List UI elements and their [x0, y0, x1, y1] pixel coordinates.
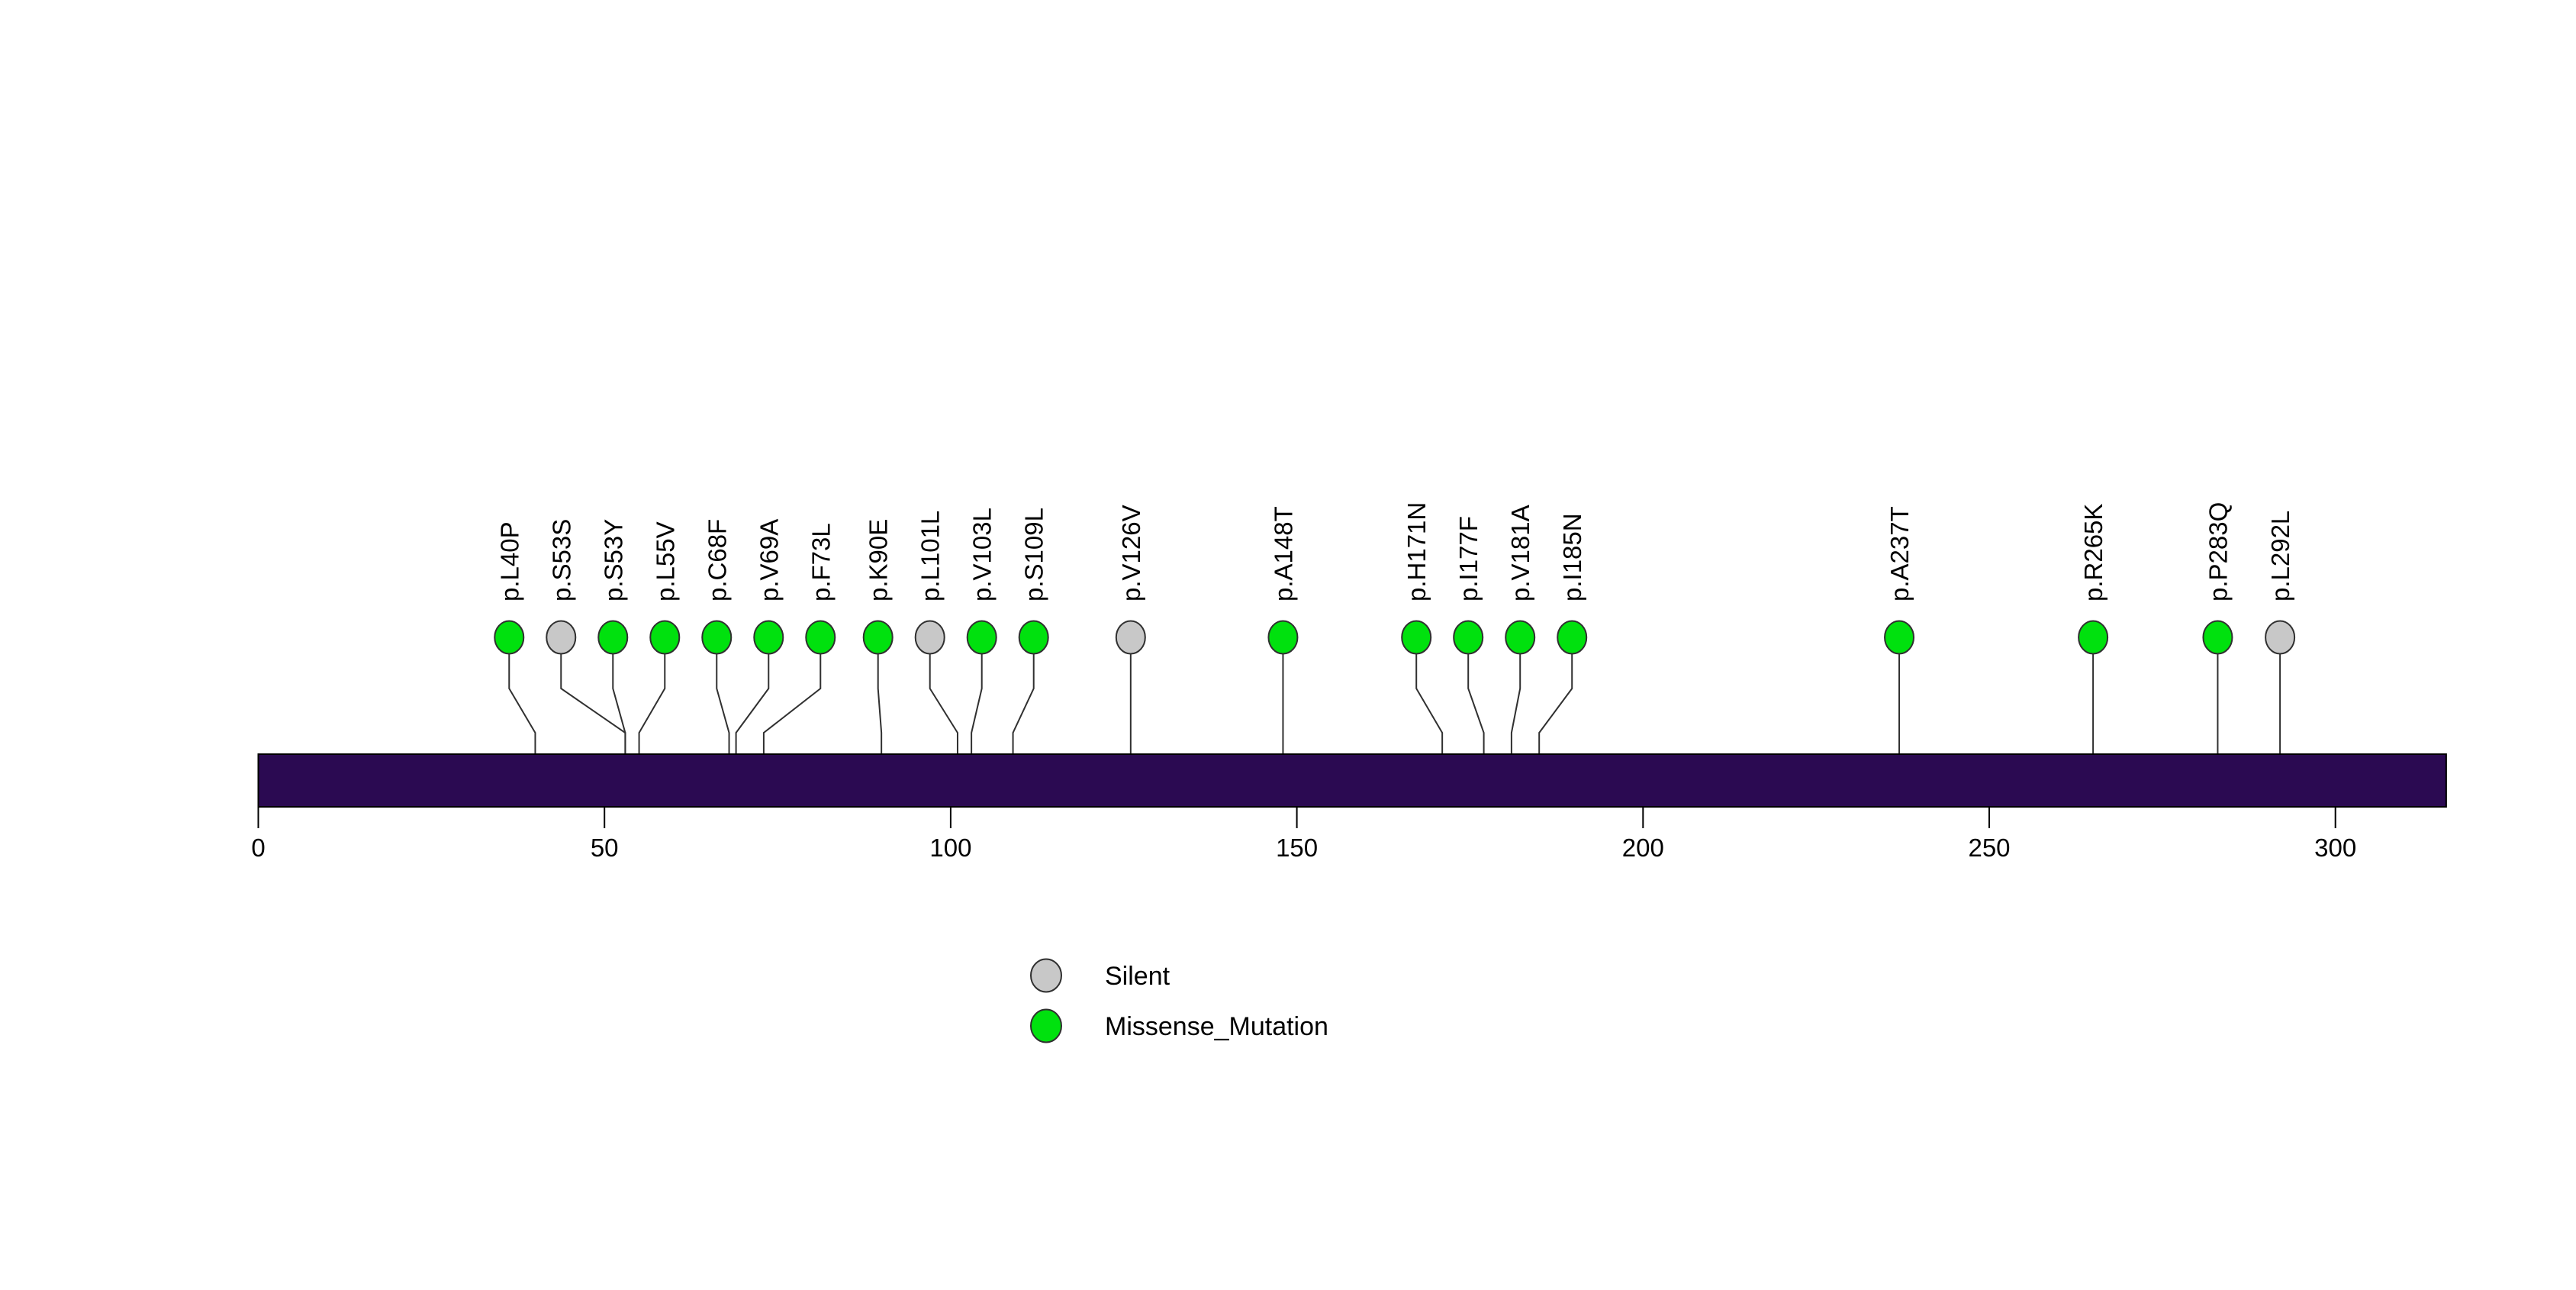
mutation-label: p.P283Q	[2204, 502, 2232, 601]
lollipop-head	[1018, 620, 1049, 655]
axis-tick-label: 0	[251, 834, 265, 862]
lollipop-head	[546, 620, 577, 655]
legend-label: Silent	[1105, 962, 1170, 991]
axis-tick-label: 300	[2314, 834, 2356, 862]
axis-tick-label: 250	[1968, 834, 2010, 862]
protein-bar-layer	[257, 753, 2447, 808]
legend-swatch-missense_mutation	[1030, 1008, 1062, 1043]
lollipop-head	[1401, 620, 1432, 655]
axis-tick-label: 200	[1622, 834, 1664, 862]
axis-tick-label: 50	[591, 834, 619, 862]
lollipop-head	[753, 620, 784, 655]
mutation-label: p.S109L	[1020, 508, 1048, 601]
mutation-label: p.I177F	[1454, 516, 1483, 601]
lollipop-head	[1267, 620, 1299, 655]
lollipop-heads-layer	[494, 620, 2296, 655]
mutation-label: p.C68F	[703, 519, 731, 601]
mutation-label: p.F73L	[807, 523, 835, 601]
protein-bar	[257, 753, 2447, 808]
lollipop-head	[2202, 620, 2233, 655]
lollipop-head	[805, 620, 836, 655]
lollipop-head	[2265, 620, 2296, 655]
mutation-label: p.K90E	[865, 519, 893, 601]
lollipop-head	[1884, 620, 1915, 655]
mutation-label: p.V126V	[1117, 505, 1145, 601]
lollipop-head	[966, 620, 997, 655]
mutation-label: p.V69A	[755, 519, 783, 601]
legend-label: Missense_Mutation	[1105, 1012, 1328, 1041]
lollipop-head	[494, 620, 525, 655]
mutation-label: p.R265K	[2079, 504, 2107, 601]
mutation-label: p.H171N	[1402, 502, 1431, 601]
lollipop-head	[2078, 620, 2109, 655]
lollipop-head	[914, 620, 945, 655]
lollipop-head	[862, 620, 894, 655]
mutation-label: p.L55V	[651, 521, 679, 601]
mutation-label: p.S53S	[547, 519, 575, 601]
mutation-label: p.L40P	[495, 521, 523, 601]
mutation-label: p.S53Y	[599, 519, 627, 601]
axis-layer: 0 50 100 150 200 250 300	[251, 807, 2356, 862]
mutation-label: p.V181A	[1506, 505, 1534, 601]
mutation-label: p.A148T	[1269, 506, 1297, 601]
lollipop-head	[1115, 620, 1146, 655]
lollipop-head	[1557, 620, 1588, 655]
lollipop-head	[1505, 620, 1536, 655]
mutation-label: p.L101L	[916, 511, 945, 601]
mutation-label: p.I185N	[1558, 513, 1586, 601]
axis-tick-label: 100	[929, 834, 971, 862]
lollipop-head	[1453, 620, 1484, 655]
lollipop-head	[701, 620, 733, 655]
lollipop-head	[597, 620, 629, 655]
mutation-label: p.V103L	[968, 508, 997, 601]
mutation-label: p.A237T	[1885, 506, 1914, 601]
mutation-label: p.L292L	[2266, 511, 2294, 601]
legend-swatch-silent	[1030, 958, 1062, 993]
mutation-labels-layer: p.L40P p.S53S p.S53Y p.L55V p.C68F p.V69A p.F7…	[495, 502, 2294, 601]
lollipop-head	[649, 620, 681, 655]
axis-tick-label: 150	[1276, 834, 1318, 862]
